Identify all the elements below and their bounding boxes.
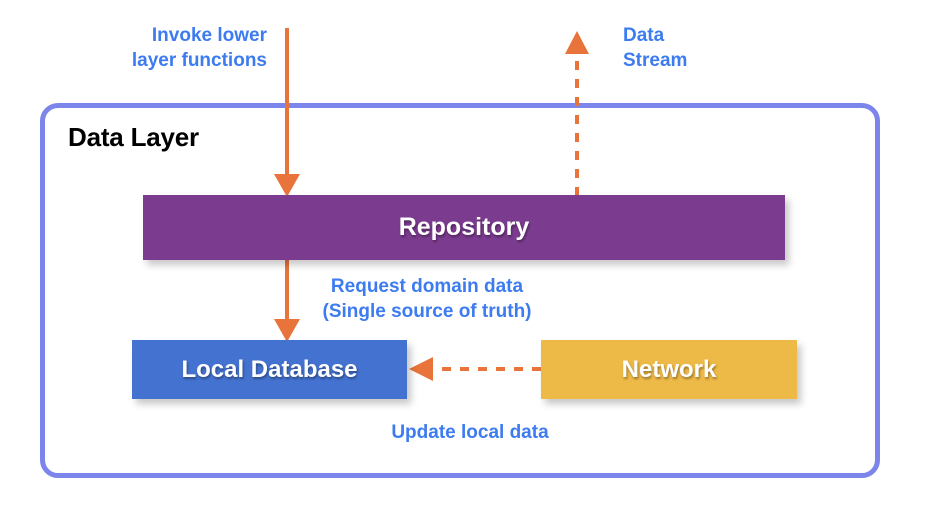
node-repository[interactable]: Repository (143, 195, 785, 260)
node-network-label: Network (621, 355, 717, 383)
node-local-database[interactable]: Local Database (132, 340, 407, 399)
data-layer-container (40, 103, 880, 478)
connector-label-request-domain-data: Request domain data (Single source of tr… (322, 276, 532, 322)
data-layer-title: Data Layer (68, 122, 199, 152)
node-local-database-label: Local Database (181, 355, 358, 383)
node-repository-label: Repository (398, 213, 530, 241)
node-network[interactable]: Network (541, 340, 797, 399)
connector-label-invoke-lower-layer-functions: Invoke lower layer functions (131, 25, 267, 71)
connector-label-data-stream: Data Stream (623, 25, 688, 71)
connector-label-update-local-data: Update local data (391, 422, 549, 443)
